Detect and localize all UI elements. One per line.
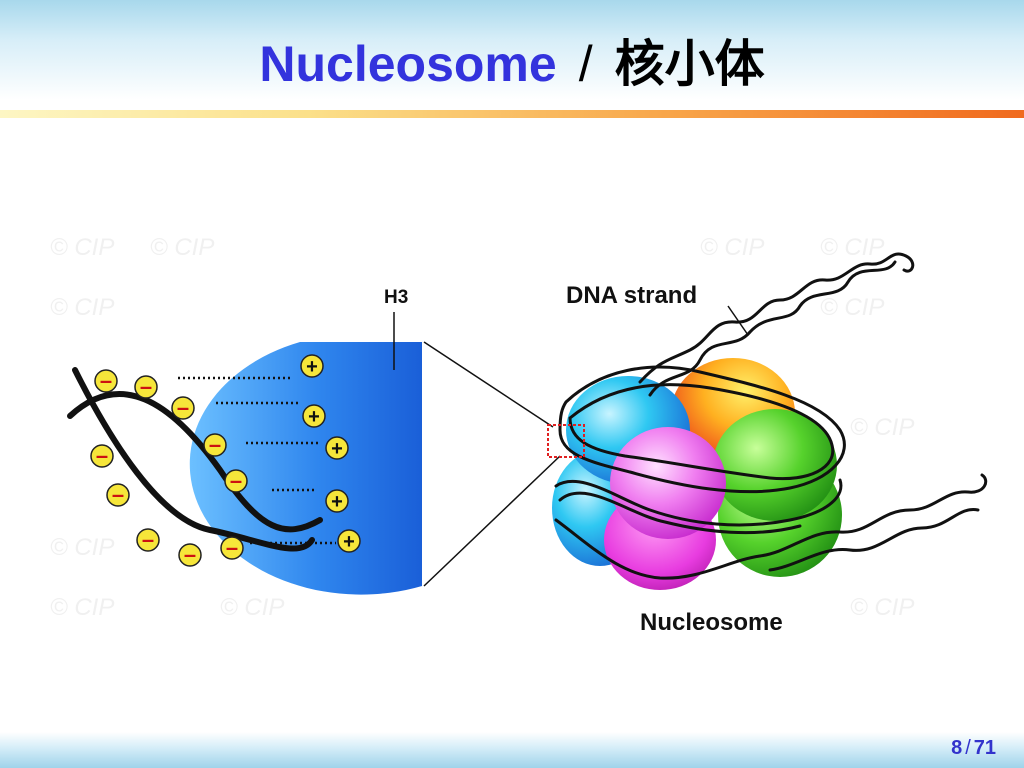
negative-charge: –	[220, 535, 244, 560]
dna-helix-strand	[638, 252, 915, 384]
dna-helix-strand	[758, 473, 988, 558]
svg-text:+: +	[331, 438, 343, 460]
negative-charge: –	[136, 527, 160, 552]
title-english: Nucleosome	[259, 36, 557, 92]
zoom-connector-bottom	[423, 455, 561, 587]
watermark-text: © CIP	[820, 294, 884, 321]
svg-text:–: –	[140, 374, 152, 399]
title-underline	[0, 110, 1024, 118]
zoom-region-box	[547, 424, 585, 458]
page-total: 71	[973, 737, 996, 759]
label-h3: H3	[384, 287, 408, 308]
title-separator: /	[578, 36, 593, 92]
svg-text:–: –	[230, 468, 242, 493]
watermark-text: © CIP	[820, 234, 884, 261]
negative-charge: –	[178, 542, 202, 567]
positive-charges: + + + + +	[300, 354, 361, 553]
negative-charge: –	[94, 368, 118, 393]
negative-charges: – – – – – – – – – –	[90, 368, 248, 567]
positive-charge: +	[325, 489, 349, 513]
dna-helix-strand	[554, 518, 762, 580]
dna-backbone-left	[72, 367, 315, 552]
svg-text:–: –	[226, 535, 238, 560]
watermark: © CIP © CIP © CIP © CIP © CIP © CIP © CI…	[50, 234, 914, 621]
dna-double-helix	[554, 252, 988, 580]
negative-charge: –	[203, 432, 227, 457]
positive-charge: +	[325, 436, 349, 460]
negative-charge: –	[106, 482, 130, 507]
dna-backbone-left	[67, 391, 323, 533]
positive-charge: +	[300, 354, 324, 378]
dna-helix-strand	[554, 478, 843, 527]
watermark-text: © CIP	[850, 414, 914, 441]
svg-text:–: –	[112, 482, 124, 507]
watermark-text: © CIP	[50, 534, 114, 561]
negative-charge: –	[224, 468, 248, 493]
svg-text:–: –	[100, 368, 112, 393]
page-separator: /	[965, 737, 971, 759]
zoom-connector-top	[423, 341, 554, 428]
dna-strand-leader-line	[727, 305, 749, 336]
negative-charge: –	[90, 443, 114, 468]
page-current: 8	[951, 737, 963, 759]
label-nucleosome: Nucleosome	[640, 609, 783, 636]
positive-charge: +	[337, 529, 361, 553]
header-band	[0, 0, 1024, 110]
slide-title: Nucleosome / 核小体	[0, 28, 1024, 100]
watermark-text: © CIP	[50, 594, 114, 621]
histone-h3-half-disc	[189, 342, 422, 595]
label-dna-strand: DNA strand	[566, 282, 697, 309]
positive-charge: +	[302, 404, 326, 428]
dna-helix-strand	[768, 508, 980, 572]
page-number: 8/71	[951, 737, 996, 760]
watermark-text: © CIP	[50, 294, 114, 321]
svg-text:–: –	[209, 432, 221, 457]
histone-octamer	[552, 358, 842, 590]
electrostatic-interaction-lines	[178, 376, 336, 545]
watermark-text: © CIP	[50, 234, 114, 261]
watermark-text: © CIP	[700, 234, 764, 261]
dna-helix-strand	[558, 491, 802, 535]
dna-helix-strand	[558, 365, 846, 494]
svg-text:+: +	[343, 531, 355, 553]
svg-text:+: +	[308, 406, 320, 428]
dna-helix-strand	[568, 383, 835, 481]
title-chinese: 核小体	[614, 35, 765, 93]
svg-text:+: +	[306, 356, 318, 378]
negative-charge: –	[134, 374, 158, 399]
dna-helix-strand	[648, 260, 897, 397]
watermark-text: © CIP	[220, 594, 284, 621]
svg-text:–: –	[177, 395, 189, 420]
watermark-text: © CIP	[150, 234, 214, 261]
negative-charge: –	[171, 395, 195, 420]
svg-text:–: –	[96, 443, 108, 468]
svg-text:+: +	[331, 491, 343, 513]
svg-text:–: –	[142, 527, 154, 552]
watermark-text: © CIP	[850, 594, 914, 621]
svg-text:–: –	[184, 542, 196, 567]
footer-band	[0, 732, 1024, 768]
